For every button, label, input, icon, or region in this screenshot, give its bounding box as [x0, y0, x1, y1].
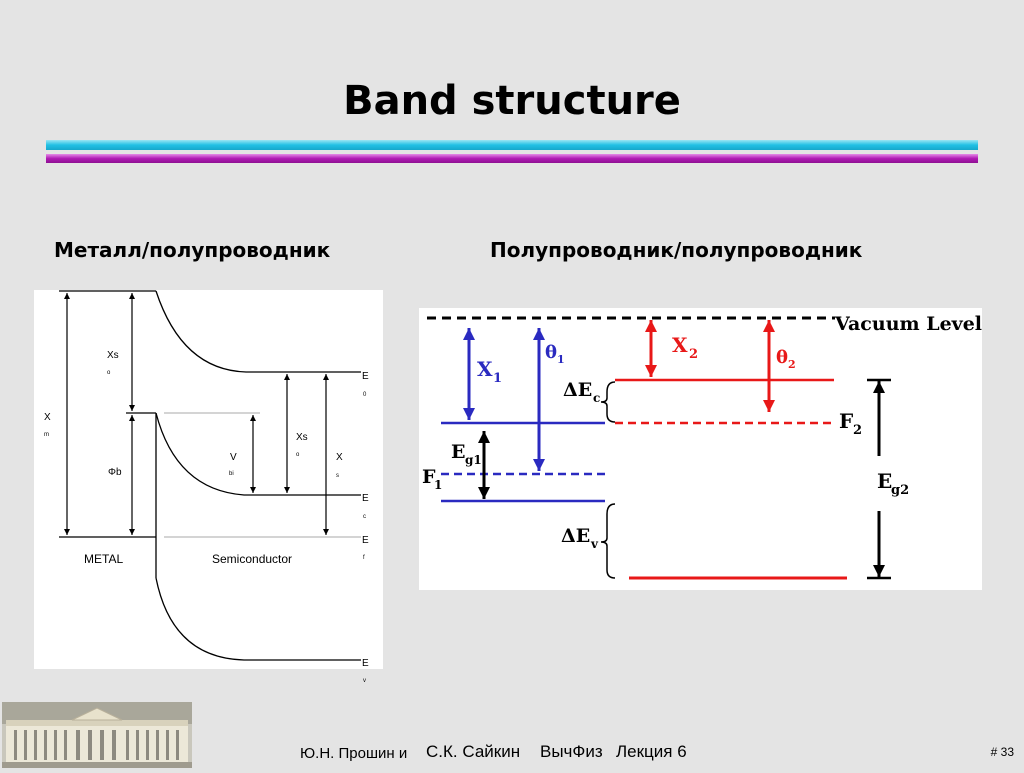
university-building-photo — [2, 702, 192, 768]
title-rule-cyan — [46, 140, 978, 150]
footer-authors: Ю.Н. Прошин и — [300, 745, 408, 762]
semiconductor-2-bands — [615, 378, 847, 580]
left-subtitle: Металл/полупроводник — [54, 238, 331, 262]
ef-label: E — [362, 535, 369, 546]
semiconductor-arrows — [250, 374, 329, 535]
semiconductor-bands — [155, 290, 361, 661]
vacuum-level-label: Vacuum Level — [834, 313, 982, 335]
theta1-sub: 1 — [557, 353, 565, 366]
f1-sub: 1 — [434, 478, 442, 492]
ef-sub: f — [363, 555, 365, 561]
metal-semiconductor-diagram: Xs o X m Φb V bi Xs o X s E 0 E c E f E … — [34, 290, 383, 684]
ev-sub: v — [363, 678, 366, 684]
right-subtitle: Полупроводник/полупроводник — [490, 238, 863, 262]
eg2-sub: g2 — [891, 483, 909, 498]
blue-arrows — [463, 328, 545, 471]
title-rule-magenta — [46, 154, 978, 163]
eg1-sub: g1 — [465, 453, 482, 467]
f2-sub: 2 — [853, 423, 862, 438]
semiconductor-label: Semiconductor — [212, 552, 292, 566]
footer-lecture: Лекция 6 — [616, 742, 687, 761]
theta2-label: θ — [776, 347, 788, 368]
metal-levels — [59, 290, 157, 578]
chi-s-top-sub: o — [107, 370, 111, 376]
delta-ec-sub: c — [593, 391, 600, 405]
x1-sub: 1 — [493, 371, 502, 386]
footer-course: ВычФиз — [540, 742, 603, 761]
semiconductor-1-bands — [441, 421, 605, 503]
f2-label: F — [839, 409, 853, 433]
theta1-label: θ — [545, 342, 557, 363]
theta2-sub: 2 — [788, 358, 796, 371]
footer-author2: С.К. Сайкин — [426, 742, 521, 761]
page-number: # 33 — [990, 745, 1014, 759]
f1-label: F — [422, 466, 436, 488]
chi-s-right-sub: o — [296, 452, 300, 458]
v-bi-sub: bi — [229, 471, 234, 477]
chi-m-sub: m — [44, 432, 49, 438]
phi-b-label: Φb — [108, 467, 122, 478]
x1-label: X — [477, 357, 493, 381]
offset-braces — [600, 381, 616, 579]
chi-right-sub: s — [336, 473, 339, 479]
slide-title: Band structure — [343, 78, 681, 124]
chi-right-label: X — [336, 452, 343, 463]
delta-ec-label: ΔE — [563, 379, 592, 401]
delta-ev-label: ΔE — [561, 525, 590, 547]
delta-ev-sub: v — [590, 537, 599, 551]
ec-label: E — [362, 493, 369, 504]
e0-sub: 0 — [363, 392, 367, 398]
heterojunction-diagram: Vacuum Level X 1 θ 1 X 2 θ 2 ΔE c ΔE v E… — [419, 308, 982, 590]
eg1-label: E — [451, 441, 465, 463]
ev-label: E — [362, 658, 369, 669]
v-bi-label: V — [230, 452, 237, 463]
x2-label: X — [672, 333, 688, 357]
eg2-label: E — [877, 469, 892, 493]
ec-sub: c — [363, 514, 366, 520]
metal-arrows — [64, 293, 135, 535]
e0-label: E — [362, 371, 369, 382]
x2-sub: 2 — [689, 347, 698, 362]
chi-s-right-label: Xs — [296, 432, 308, 443]
chi-m-label: X — [44, 412, 51, 423]
red-arrows — [645, 320, 775, 412]
metal-label: METAL — [84, 552, 123, 566]
chi-s-top-label: Xs — [107, 350, 119, 361]
black-arrows — [478, 378, 891, 580]
